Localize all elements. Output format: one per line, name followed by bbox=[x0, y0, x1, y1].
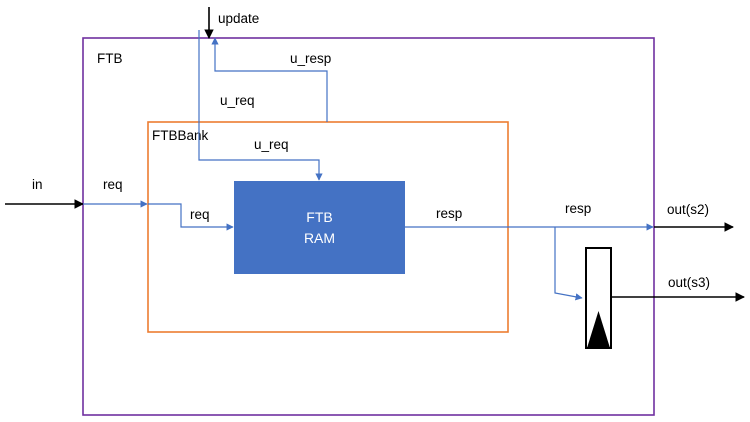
update-label: update bbox=[218, 11, 259, 26]
in-label: in bbox=[32, 177, 43, 192]
ftb-label: FTB bbox=[97, 51, 123, 66]
resp-inner-label: resp bbox=[436, 206, 462, 221]
resp-outer-label: resp bbox=[565, 201, 591, 216]
u-resp-label: u_resp bbox=[290, 51, 331, 66]
req-inner-wire bbox=[148, 203, 234, 231]
ftb-ram-label-line1: FTB bbox=[306, 209, 332, 225]
out-s2-label: out(s2) bbox=[667, 202, 709, 217]
ftbbank-label: FTBBank bbox=[152, 128, 209, 143]
out-s3-label: out(s3) bbox=[668, 275, 710, 290]
u-req-wire bbox=[198, 30, 323, 181]
ftb-ram-block bbox=[234, 181, 405, 274]
pipeline-register-icon bbox=[585, 247, 612, 349]
req-inner-label: req bbox=[190, 207, 210, 222]
u-req-inner-label: u_req bbox=[254, 137, 289, 152]
u-resp-wire bbox=[211, 37, 328, 122]
req-outer-label: req bbox=[103, 177, 123, 192]
u-req-outer-label: u_req bbox=[220, 93, 255, 108]
ftb-ram-label-line2: RAM bbox=[304, 230, 335, 246]
resp-branch-wire bbox=[554, 227, 583, 301]
